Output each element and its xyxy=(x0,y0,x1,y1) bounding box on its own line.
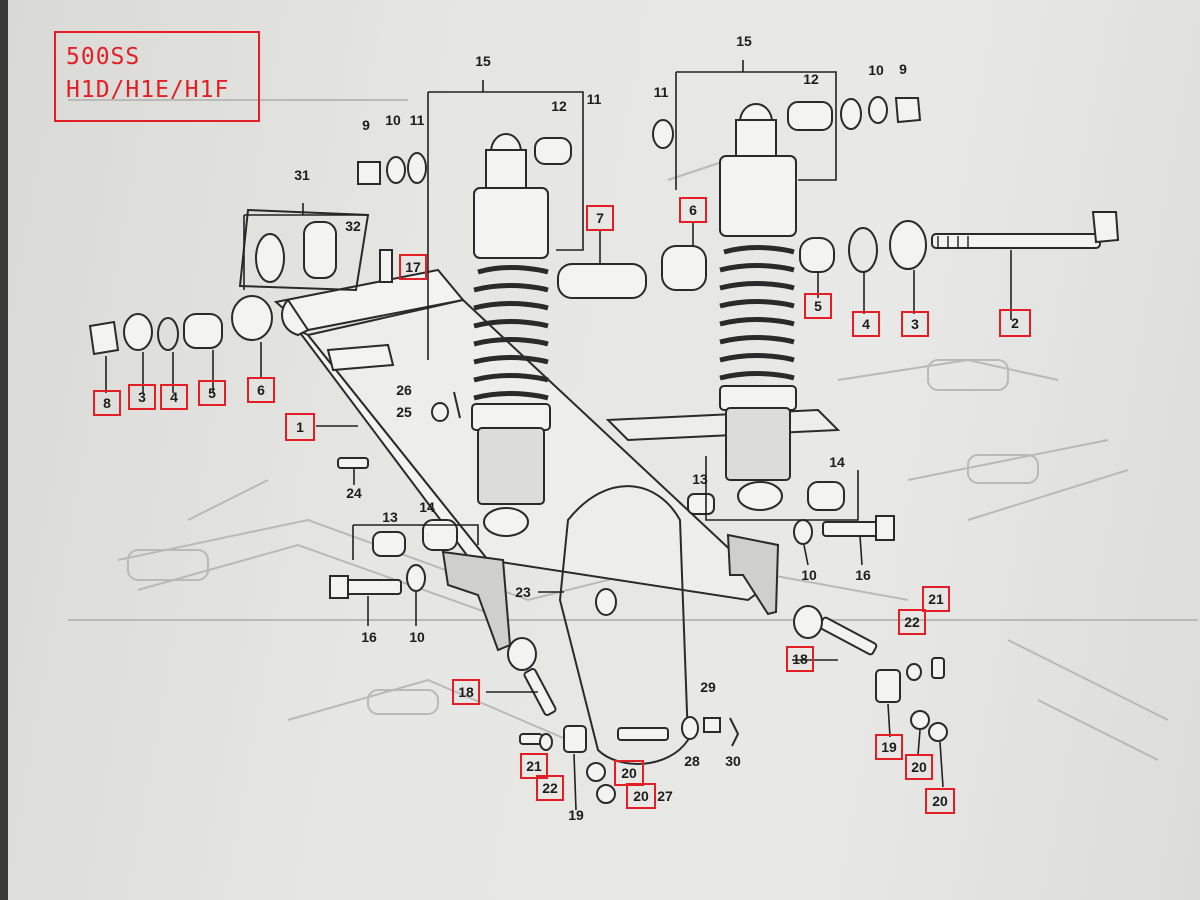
callout-4-left: 4 xyxy=(170,389,178,405)
callout-13-left: 13 xyxy=(382,509,398,525)
callout-28: 28 xyxy=(684,753,700,769)
callout-numbers: 15 15 12 11 12 11 10 9 9 10 11 31 32 17 … xyxy=(103,33,1019,823)
callout-20-right-b: 20 xyxy=(932,793,948,809)
callout-20-center-b: 20 xyxy=(633,788,649,804)
callout-25: 25 xyxy=(396,404,412,420)
callout-19-right: 19 xyxy=(881,739,897,755)
callout-14-left: 14 xyxy=(419,499,435,515)
callout-7: 7 xyxy=(596,210,604,226)
callout-26: 26 xyxy=(396,382,412,398)
callout-31: 31 xyxy=(294,167,310,183)
leader-lines xyxy=(105,60,1012,811)
callout-22-right: 22 xyxy=(904,614,920,630)
callout-23: 23 xyxy=(515,584,531,600)
callout-9-right: 9 xyxy=(899,61,907,77)
callout-12-left: 12 xyxy=(551,98,567,114)
callout-24: 24 xyxy=(346,485,362,501)
model-label-line2: H1D/H1E/H1F xyxy=(66,77,230,103)
callout-21-right: 21 xyxy=(928,591,944,607)
rear-suspension-exploded-diagram: 15 15 12 11 12 11 10 9 9 10 11 31 32 17 … xyxy=(68,33,1198,823)
callout-32: 32 xyxy=(345,218,361,234)
callout-9-left: 9 xyxy=(362,117,370,133)
callout-13-right: 13 xyxy=(692,471,708,487)
callout-19-left: 19 xyxy=(568,807,584,823)
callout-3-left: 3 xyxy=(138,389,146,405)
callout-10-lower-left: 10 xyxy=(409,629,425,645)
callout-2: 2 xyxy=(1011,315,1019,331)
model-label-box: 500SS H1D/H1E/H1F xyxy=(54,31,260,122)
callout-18-right: 18 xyxy=(792,651,808,667)
callout-15-left: 15 xyxy=(475,53,491,69)
callout-1: 1 xyxy=(296,419,304,435)
callout-20-center-a: 20 xyxy=(621,765,637,781)
callout-4-right: 4 xyxy=(862,316,870,332)
callout-10-left: 10 xyxy=(385,112,401,128)
hardware-parts xyxy=(88,96,1120,804)
callout-27: 27 xyxy=(657,788,673,804)
background-ghost-drawing xyxy=(68,99,1198,761)
callout-5-right: 5 xyxy=(814,298,822,314)
callout-10-lower-right: 10 xyxy=(801,567,817,583)
left-shock-absorber xyxy=(471,133,572,537)
callout-20-right-a: 20 xyxy=(911,759,927,775)
callout-14-right: 14 xyxy=(829,454,845,470)
callout-6-left: 6 xyxy=(257,382,265,398)
highlight-boxes xyxy=(93,197,1031,814)
callout-12-right: 12 xyxy=(803,71,819,87)
callout-5-left: 5 xyxy=(208,385,216,401)
callout-11-left: 11 xyxy=(410,112,425,128)
model-label-line1: 500SS xyxy=(66,44,141,70)
callout-11-left-top: 11 xyxy=(587,91,602,107)
callout-18-left: 18 xyxy=(458,684,474,700)
callout-16-right: 16 xyxy=(855,567,871,583)
parts-catalog-page: 15 15 12 11 12 11 10 9 9 10 11 31 32 17 … xyxy=(8,0,1200,900)
callout-22-left: 22 xyxy=(542,780,558,796)
callout-16-left: 16 xyxy=(361,629,377,645)
callout-8: 8 xyxy=(103,395,111,411)
callout-30: 30 xyxy=(725,753,741,769)
callout-15-right: 15 xyxy=(736,33,752,49)
callout-3-right: 3 xyxy=(911,316,919,332)
callout-17: 17 xyxy=(405,259,421,275)
callout-21-left: 21 xyxy=(526,758,542,774)
right-shock-absorber xyxy=(719,101,833,511)
callout-6-right: 6 xyxy=(689,202,697,218)
callout-29: 29 xyxy=(700,679,716,695)
callout-10-right: 10 xyxy=(868,62,884,78)
callout-11-right-a: 11 xyxy=(654,84,669,100)
